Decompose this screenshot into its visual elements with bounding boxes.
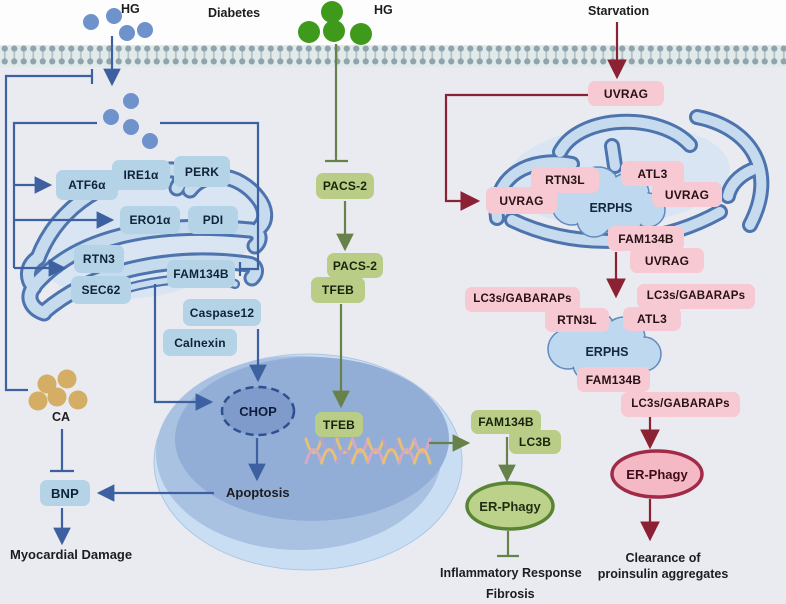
fam134b-er-box: FAM134B (167, 260, 235, 288)
ca-label: CA (52, 410, 71, 424)
chop-ellipse (220, 385, 296, 437)
sec62-box: SEC62 (71, 276, 131, 304)
pacs2-upper-box: PACS-2 (316, 173, 374, 199)
calnexin-box: Calnexin (163, 329, 237, 356)
hg-center-label: HG (374, 3, 393, 17)
ero1a-box: ERO1α (120, 206, 180, 234)
apoptosis-label: Apoptosis (226, 485, 290, 500)
hg-left-label: HG (121, 2, 140, 16)
glucose-molecules-blue-outside-icon (83, 8, 153, 41)
blue-connectors (4, 36, 267, 546)
pacs2-lower-box: PACS-2 (327, 253, 383, 278)
er-phagy-pink-label: ER-Phagy (626, 466, 688, 482)
clearance-line2-label: proinsulin aggregates (597, 567, 729, 581)
lc3s-right-box: LC3s/GABARAPs (637, 284, 755, 309)
lc3b-box: LC3B (509, 430, 561, 454)
er-phagy-green-label: ER-Phagy (479, 498, 541, 514)
er-phagy-pink-ellipse (610, 449, 704, 499)
fam134b-green-box: FAM134B (471, 410, 541, 434)
pdi-box: PDI (188, 206, 238, 234)
bnp-box: BNP (40, 480, 90, 506)
inflammatory-response-label: Inflammatory Response (440, 566, 582, 580)
rtn3l-box: RTN3L (531, 167, 599, 193)
perk-box: PERK (174, 156, 230, 187)
clearance-line1-label: Clearance of (625, 551, 701, 565)
uvrag-left-box: UVRAG (486, 187, 557, 214)
green-connectors (325, 44, 519, 558)
atl3-2-box: ATL3 (623, 307, 681, 331)
fibrosis-label: Fibrosis (486, 587, 535, 601)
darkred-connectors (444, 22, 660, 542)
tfeb-pair-box: TFEB (311, 277, 365, 303)
rtn3l-2-box: RTN3L (545, 308, 609, 332)
lc3s-left-box: LC3s/GABARAPs (465, 287, 580, 312)
diabetes-label: Diabetes (208, 6, 261, 20)
er-phagy-green-ellipse (465, 481, 555, 531)
fam134b-2-box: FAM134B (577, 367, 650, 392)
lc3s-bottom-box: LC3s/GABARAPs (621, 392, 740, 417)
myocardial-damage-label: Myocardial Damage (10, 547, 133, 562)
starvation-label: Starvation (588, 4, 650, 18)
atl3-box: ATL3 (621, 161, 684, 186)
glucose-molecules-blue-inside-icon (103, 93, 158, 149)
atf6a-box: ATF6α (56, 170, 118, 200)
tfeb-nucleus-box: TFEB (315, 412, 363, 437)
uvrag-right-box: UVRAG (652, 182, 722, 207)
erphs-upper-label: ERPHS (589, 200, 633, 215)
calcium-ions-icon (28, 369, 88, 411)
chop-label: CHOP (239, 403, 277, 419)
caspase12-box: Caspase12 (183, 299, 261, 326)
uvrag-bottom-box: UVRAG (630, 248, 704, 273)
glucose-molecules-green-icon (298, 1, 372, 45)
rtn3-box: RTN3 (74, 245, 124, 273)
fam134b-pink-box: FAM134B (608, 226, 684, 251)
ire1a-box: IRE1α (112, 160, 170, 190)
plasma-membrane (0, 45, 786, 67)
uvrag-entry-box: UVRAG (588, 81, 664, 106)
dna-helix-icon (304, 437, 432, 465)
erphs-lower-label: ERPHS (585, 344, 629, 359)
